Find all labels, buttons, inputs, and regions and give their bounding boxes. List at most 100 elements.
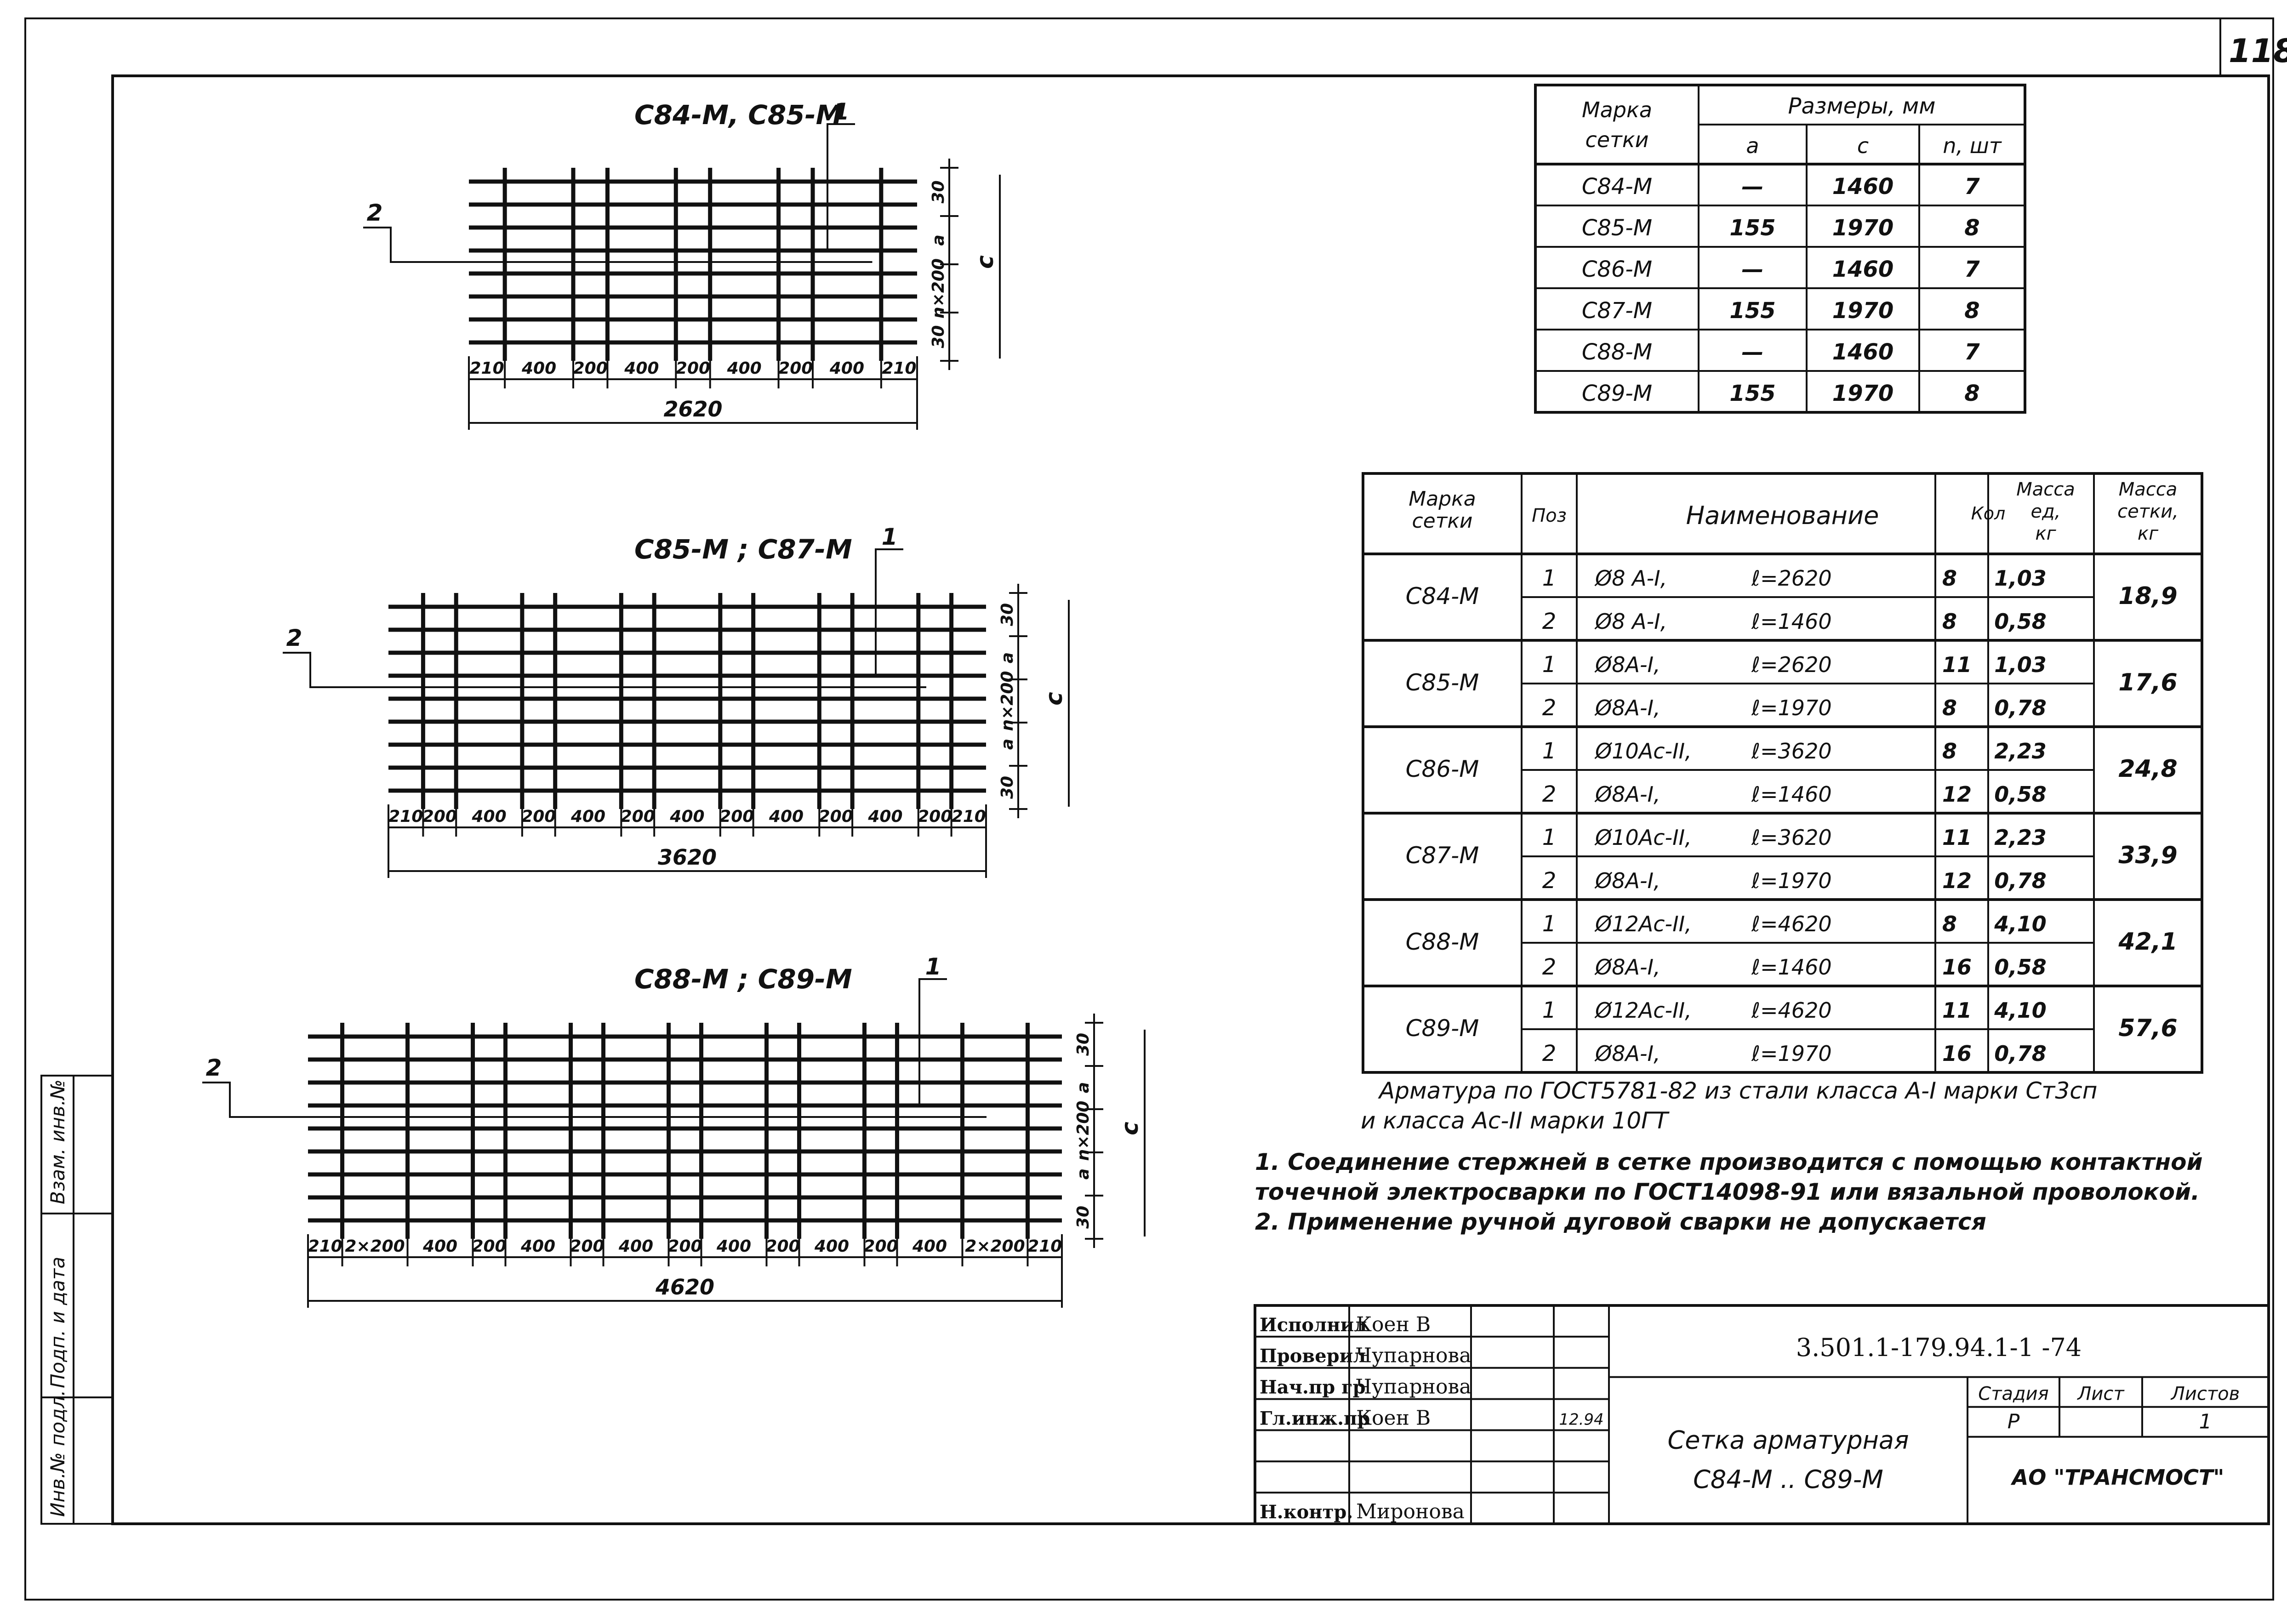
mesh-title: С88-М ; С89-М xyxy=(634,963,852,995)
right-dimension-label: n×200 xyxy=(1074,1101,1093,1161)
sizes-cell: — xyxy=(1742,174,1764,199)
spec-unit-mass: 0,78 xyxy=(1994,1041,2047,1066)
title-date: 12.94 xyxy=(1559,1410,1603,1429)
spec-mesh-mass: 18,9 xyxy=(2118,582,2177,610)
spec-mesh-mass: 57,6 xyxy=(2118,1014,2177,1042)
spec-mark: С87-М xyxy=(1406,842,1479,869)
dimension-label: 400 xyxy=(618,1237,653,1256)
spec-qty: 12 xyxy=(1942,782,1972,807)
spec-bar: Ø8А-I, xyxy=(1594,652,1660,677)
dimension-label: 200 xyxy=(621,807,655,826)
spec-unit-mass: 2,23 xyxy=(1994,825,2047,850)
dimension-label: 200 xyxy=(521,807,556,826)
organization: АО "ТРАНСМОСТ" xyxy=(2011,1465,2224,1490)
sizes-cell: 8 xyxy=(1964,381,1979,406)
spec-bar: Ø8А-I, xyxy=(1594,695,1660,720)
spec-head-mark: Марка xyxy=(1409,487,1476,511)
spec-mesh-mass: 42,1 xyxy=(2118,928,2177,956)
sheet-number: 118 xyxy=(2229,32,2287,70)
stage-head: Стадия xyxy=(1978,1384,2048,1405)
right-dimension-label: a xyxy=(998,652,1017,663)
spec-head-unit-mass: ед, xyxy=(2031,501,2061,522)
sizes-cell: — xyxy=(1742,256,1764,282)
dimension-label: 400 xyxy=(829,359,864,378)
spec-length: ℓ=1460 xyxy=(1751,782,1832,807)
spec-head-pos: Поз xyxy=(1532,505,1567,526)
dimension-label: 200 xyxy=(719,807,754,826)
dimension-label: 200 xyxy=(573,359,608,378)
sheets-head: Листов xyxy=(2170,1384,2240,1405)
spec-bar: Ø10Ас-II, xyxy=(1594,825,1692,850)
dimension-label: 200 xyxy=(676,359,710,378)
total-dimension-label: 2620 xyxy=(663,397,722,422)
spec-unit-mass: 0,78 xyxy=(1994,695,2047,720)
spec-pos: 1 xyxy=(1542,911,1557,937)
sizes-cell: 1460 xyxy=(1832,339,1894,365)
spec-length: ℓ=3620 xyxy=(1751,825,1832,850)
spec-pos: 2 xyxy=(1542,1041,1557,1066)
c-dimension-label: c xyxy=(1117,1122,1143,1135)
side-stamp-inv: Инв.№ подл. xyxy=(46,1390,69,1517)
spec-unit-mass: 0,78 xyxy=(1994,868,2047,893)
title-name: Чупарнова xyxy=(1356,1375,1471,1399)
mesh-title: С84-М, С85-М xyxy=(634,99,842,131)
right-dimension-label: 30 xyxy=(929,180,948,203)
dimension-label: 400 xyxy=(727,359,762,378)
stage-value: Р xyxy=(2008,1410,2020,1434)
dimension-label: 400 xyxy=(867,807,902,826)
title-name: Чупарнова xyxy=(1356,1344,1471,1368)
c-dimension-label: c xyxy=(972,255,998,269)
spec-length: ℓ=1970 xyxy=(1751,695,1832,720)
title-role: Исполнил xyxy=(1260,1314,1367,1336)
note-1b: точечной электросварки по ГОСТ14098-91 и… xyxy=(1255,1179,2200,1205)
spec-length: ℓ=2620 xyxy=(1751,652,1832,677)
side-stamp-replace: Взам. инв.№ xyxy=(46,1079,69,1204)
dimension-label: 400 xyxy=(521,359,556,378)
sizes-cell: — xyxy=(1742,339,1764,365)
sizes-cell: С88-М xyxy=(1582,339,1652,365)
spec-bar: Ø8А-I, xyxy=(1594,782,1660,807)
leader-2-label: 2 xyxy=(367,199,383,226)
sizes-cell: 1970 xyxy=(1832,298,1894,324)
spec-bar: Ø12Ас-II, xyxy=(1594,998,1692,1023)
sizes-col-head: c xyxy=(1857,133,1869,158)
spec-mark: С84-М xyxy=(1406,583,1479,610)
title-block-frame xyxy=(1254,1304,2270,1525)
sizes-cell: 1970 xyxy=(1832,215,1894,241)
dimension-label: 400 xyxy=(912,1237,947,1256)
dimension-label: 200 xyxy=(422,807,457,826)
right-dimension-label: 30 xyxy=(998,603,1017,626)
spec-length: ℓ=1970 xyxy=(1751,868,1832,893)
spec-unit-mass: 1,03 xyxy=(1994,566,2047,591)
spec-unit-mass: 0,58 xyxy=(1994,609,2047,634)
spec-mark: С89-М xyxy=(1406,1015,1479,1042)
right-dimension-label: a xyxy=(1074,1168,1093,1180)
spec-bar: Ø8А-I, xyxy=(1594,955,1660,980)
dimension-label: 200 xyxy=(863,1237,898,1256)
spec-head-qty: Кол xyxy=(1971,503,2006,524)
right-dimension-label: a xyxy=(1074,1082,1093,1093)
spec-pos: 2 xyxy=(1542,609,1557,634)
spec-unit-mass: 2,23 xyxy=(1994,739,2047,764)
spec-mark: С86-М xyxy=(1406,756,1479,782)
dimension-label: 400 xyxy=(624,359,659,378)
dimension-label: 400 xyxy=(716,1237,751,1256)
dimension-label: 200 xyxy=(570,1237,604,1256)
sizes-cell: 155 xyxy=(1729,381,1775,406)
spec-bar: Ø10Ас-II, xyxy=(1594,739,1692,764)
title-name: Миронова xyxy=(1356,1500,1465,1523)
leader-1 xyxy=(918,978,947,1105)
dimension-label: 400 xyxy=(471,807,506,826)
notes: Арматура по ГОСТ5781-82 из стали класса … xyxy=(1255,1077,2203,1235)
dimension-label: 400 xyxy=(520,1237,555,1256)
document-title-1: Сетка арматурная xyxy=(1667,1425,1909,1454)
sizes-table-frame xyxy=(1534,84,2026,414)
spec-qty: 8 xyxy=(1942,695,1957,720)
dimension-label: 210 xyxy=(469,359,504,378)
sizes-cell: 7 xyxy=(1964,256,1980,282)
leader-2 xyxy=(283,652,926,688)
